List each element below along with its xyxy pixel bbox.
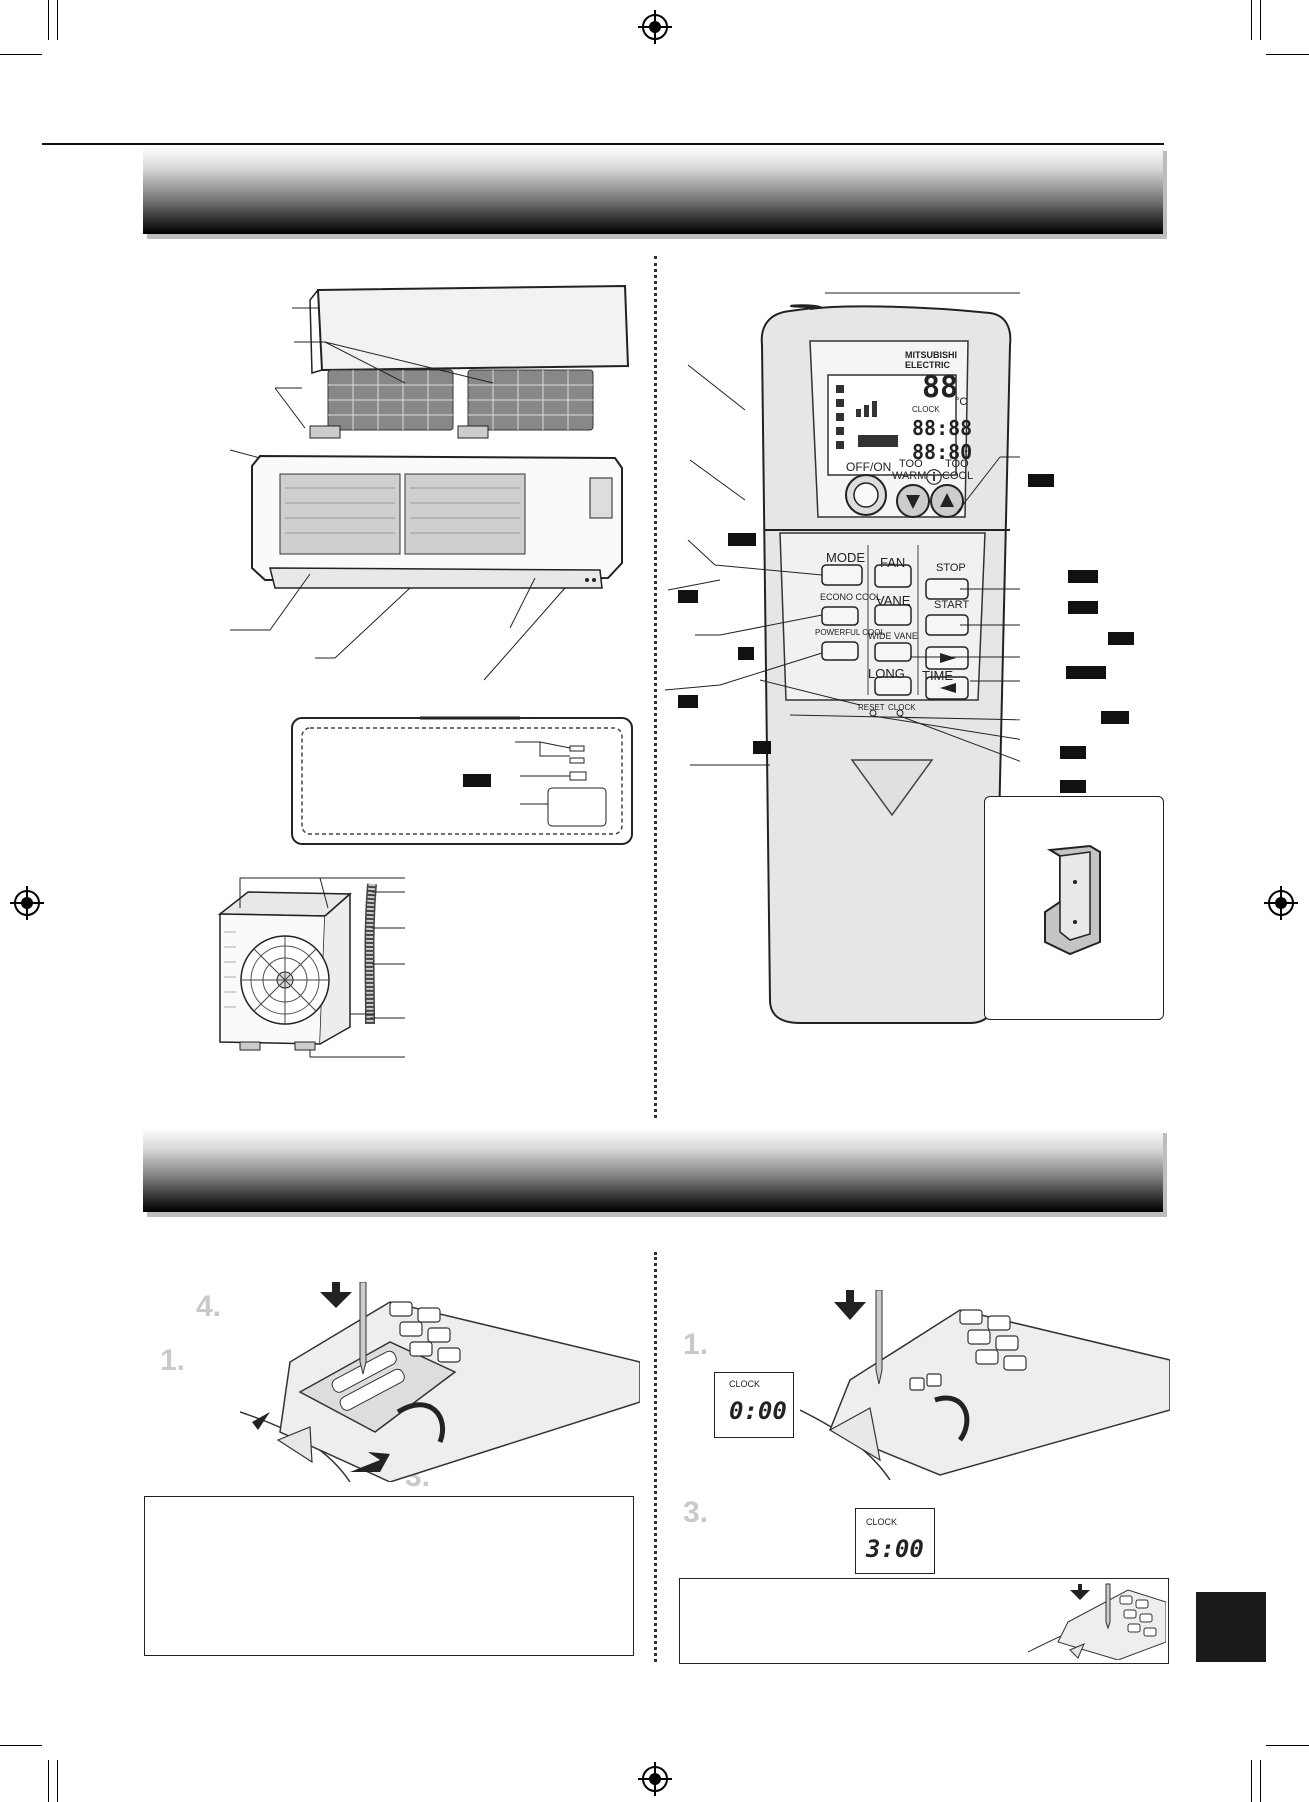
powerful-cool-button-label: POWERFUL COOL [815,628,885,637]
black-label-tag [728,533,756,546]
too-cool-label-1: TOO [945,458,969,470]
crop-mark [48,0,49,40]
crop-mark [48,1760,49,1802]
battery-step-4: 4. [196,1290,222,1323]
clock-display-set-time: 3:00 [866,1535,924,1563]
black-label-tag [1101,711,1129,724]
remote-controller-illustration [664,292,1020,1024]
start-button-label: START [934,599,970,611]
outdoor-unit-illustration [217,877,405,1058]
crop-mark [1266,1745,1309,1746]
remote-brand: MITSUBISHI [905,350,958,360]
black-label-tag [1060,746,1086,759]
clock-setting-illustration [800,1290,1170,1480]
black-label-tag [1108,632,1134,645]
battery-note-box [144,1496,634,1656]
registration-mark-left [10,886,44,920]
crop-mark [0,1745,42,1746]
remote-brand-line2: ELECTRIC [905,360,950,370]
crop-mark [1251,1760,1252,1802]
remote-holder-illustration [1044,844,1101,956]
clock-step-1: 1. [683,1328,709,1361]
crop-mark [0,54,42,55]
black-label-tag [1060,780,1086,793]
too-warm-label-1: TOO [899,458,923,470]
black-label-tag [1068,601,1098,614]
black-label-tag [1068,570,1098,583]
column-divider [654,1252,657,1662]
too-cool-label-2: COOL [942,470,974,482]
stop-button-label: STOP [936,562,966,574]
off-on-label: OFF/ON [846,460,892,474]
black-label-tag [678,695,698,708]
indoor-unit-illustration [230,284,630,681]
lcd-time-2: 88:80 [912,440,973,464]
clock-label: CLOCK [888,703,916,712]
crop-mark [57,1760,58,1802]
registration-mark-right [1264,886,1298,920]
too-warm-label-2: WARM [892,470,927,482]
column-divider [654,256,657,1118]
crop-mark [1266,54,1309,55]
indicator-detail-box [291,712,633,845]
lcd-temp-unit: °C [955,396,968,408]
battery-step-1: 1. [160,1344,186,1377]
crop-mark [1260,0,1261,40]
black-label-tag [1028,474,1054,487]
clock-step-3: 3. [683,1496,709,1529]
clock-display-set: CLOCK 3:00 [855,1508,935,1574]
lcd-clock-label: CLOCK [912,405,940,414]
clock-display-blink-label: CLOCK [729,1379,761,1389]
reset-label: RESET [858,703,885,712]
black-label-tag [678,590,698,603]
section-banner-parts [143,146,1163,234]
fan-button-label: FAN [880,555,906,570]
black-label-tag [463,774,491,787]
econo-cool-button-label: ECONO COOL [820,592,882,602]
registration-mark-top [638,10,672,44]
black-label-tag [753,741,771,754]
black-label-tag [1066,666,1106,679]
info-icon: ⓘ [926,470,943,487]
vane-button-label: VANE [876,593,911,608]
crop-mark [1260,1760,1261,1802]
lcd-temperature: 88 [922,370,959,405]
clock-display-set-label: CLOCK [866,1517,898,1527]
clock-note-remote-illustration [1028,1583,1166,1660]
battery-installation-illustration [240,1282,640,1482]
wide-vane-button-label: WIDE VANE [868,631,918,641]
crop-mark [57,0,58,40]
long-button-label: LONG [868,666,905,681]
mode-button-label: MODE [826,550,865,565]
lcd-time-1: 88:88 [912,416,973,440]
crop-mark [1251,0,1252,40]
registration-mark-bottom [638,1762,672,1796]
black-label-tag [738,647,754,660]
clock-display-blink: CLOCK 0:00 [714,1372,794,1438]
page-number-block [1196,1592,1266,1662]
top-rule [42,143,1164,145]
section-banner-preparation [143,1128,1163,1212]
clock-display-blink-time: 0:00 [729,1397,787,1425]
time-button-label: TIME [922,668,954,683]
